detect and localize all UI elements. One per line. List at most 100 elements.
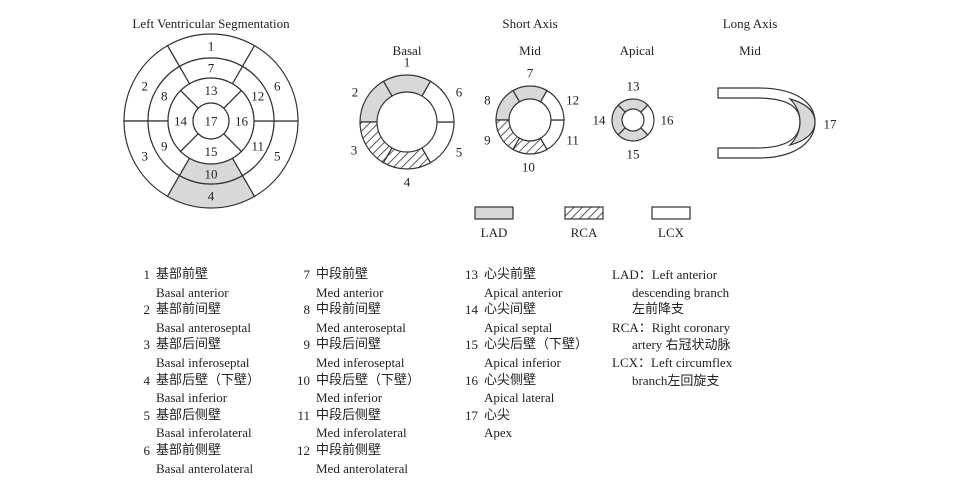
mid-label-12: 12 [566,93,579,108]
abbreviation-line: LAD：Left anterior [612,267,718,282]
bullseye-label-9: 9 [161,138,168,153]
legend-number: 16 [465,372,478,388]
abbreviation-line: artery 右冠状动脉 [632,337,731,353]
header-long-axis: Long Axis [723,16,778,31]
legend-english-name: Med anterior [316,284,384,300]
legend-chinese-name: 心尖 [484,407,511,423]
basal-label-5: 5 [456,145,463,160]
legend-chinese-name: 中段前侧壁 [316,442,382,458]
bullseye-label-12: 12 [251,89,264,104]
legend-english-name: Basal inferior [156,390,228,406]
mid-ring: 7 8 9 10 11 12 [484,66,579,175]
bullseye-label-14: 14 [174,114,188,129]
basal-label-4: 4 [404,175,411,190]
basal-segment-2 [359,80,393,123]
bullseye-label-11: 11 [252,138,265,153]
legend-number: 10 [297,372,310,388]
legend-chinese-name: 心尖后壁（下壁） [484,337,589,353]
bullseye-label-7: 7 [208,61,215,76]
bullseye-label-3: 3 [142,149,149,164]
legend-text: 中段后壁（下壁） Med inferior [316,372,420,407]
legend-number: 3 [143,337,151,353]
legend-chinese-name: 心尖间壁 [484,302,537,318]
mid-label-7: 7 [527,66,534,81]
view-apical-label: Apical [620,43,655,58]
long-axis-view: 17 [717,87,838,159]
legend-english-name: Basal anteroseptal [156,319,251,335]
abbreviation-line: branch左回旋支 [632,372,720,388]
apical-label-13: 13 [627,79,640,94]
legend-chinese-name: 心尖侧壁 [484,372,537,388]
legend-number: 9 [303,337,311,353]
mid-label-10: 10 [522,159,535,174]
mid-segment-8 [495,89,521,121]
key-label-lad: LAD [481,225,508,240]
abbreviation-line: 左前降支 [632,302,685,318]
legend-english-name: Med inferior [316,390,383,406]
legend-text: 心尖后壁（下壁）Apical inferior [484,336,588,371]
legend-number: 4 [143,372,151,388]
header-left-ventricular-segmentation: Left Ventricular Segmentation [132,16,290,31]
mid-label-8: 8 [484,93,491,108]
abbreviation-line: RCA：Right coronary [612,319,731,335]
mid-segment-11 [539,119,565,151]
legend-english-name: Apical lateral [484,390,555,406]
legend-english-name: Med inferolateral [316,425,407,441]
legend-chinese-name: 基部后间壁 [156,337,222,353]
legend-number: 17 [465,407,478,423]
apical-label-16: 16 [661,113,675,128]
legend-number: 12 [297,442,310,458]
bullseye-label-10: 10 [205,167,218,182]
mid-label-9: 9 [484,132,491,147]
apical-segment-16 [639,104,655,136]
bullseye-label-8: 8 [161,89,168,104]
legend-english-name: Med anteroseptal [316,319,406,335]
legend-english-name: Apical anterior [484,284,563,300]
apical-label-14: 14 [593,113,607,128]
legend-number: 5 [143,407,151,423]
legend-english-name: Apical inferior [484,354,561,370]
legend-english-name: Apical septal [484,319,553,335]
legend-english-name: Med inferoseptal [316,354,405,370]
legend-entry-16: 16 心尖侧壁 Apical lateral [450,372,588,407]
legend-english-name: Basal inferoseptal [156,354,250,370]
legend-chinese-name: 基部后壁（下壁） [156,372,261,388]
basal-segment-5 [421,121,455,164]
mid-label-11: 11 [566,132,579,147]
basal-label-3: 3 [351,143,358,158]
legend-english-name: Basal anterior [156,284,229,300]
long-axis-label-17: 17 [824,117,838,132]
legend-number: 8 [303,302,311,318]
long-axis-segment-17 [787,97,816,147]
legend-number: 2 [143,302,151,318]
header-short-axis: Short Axis [502,16,557,31]
basal-label-2: 2 [352,85,359,100]
legend-chinese-name: 中段后壁（下壁） [316,372,421,388]
